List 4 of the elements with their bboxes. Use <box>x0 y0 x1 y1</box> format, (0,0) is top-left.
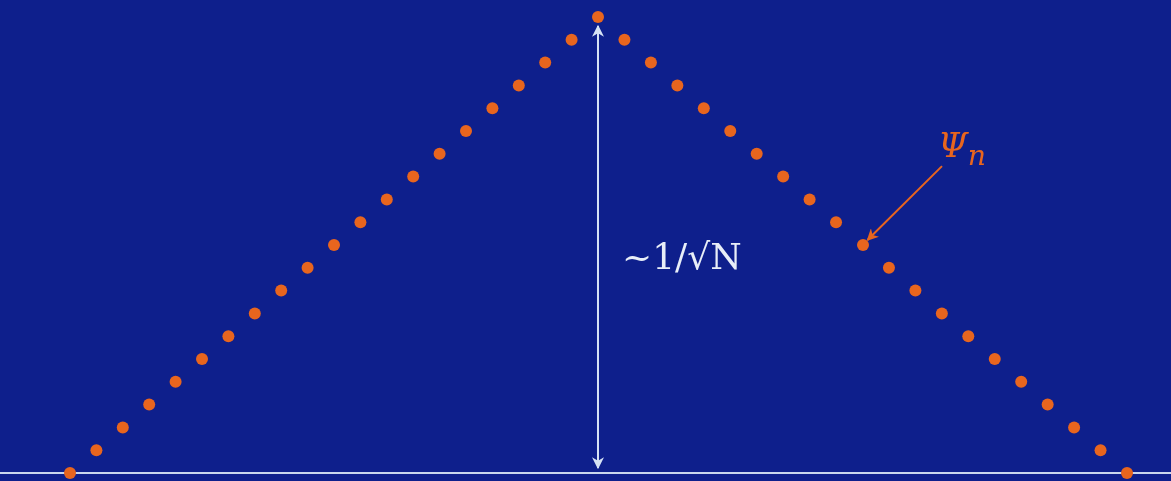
height-label: ~1/√N <box>622 236 742 277</box>
leader-arrow <box>866 165 943 242</box>
dot <box>856 239 869 251</box>
wavefunction-label: Ψ$_{n}$ <box>938 128 987 171</box>
